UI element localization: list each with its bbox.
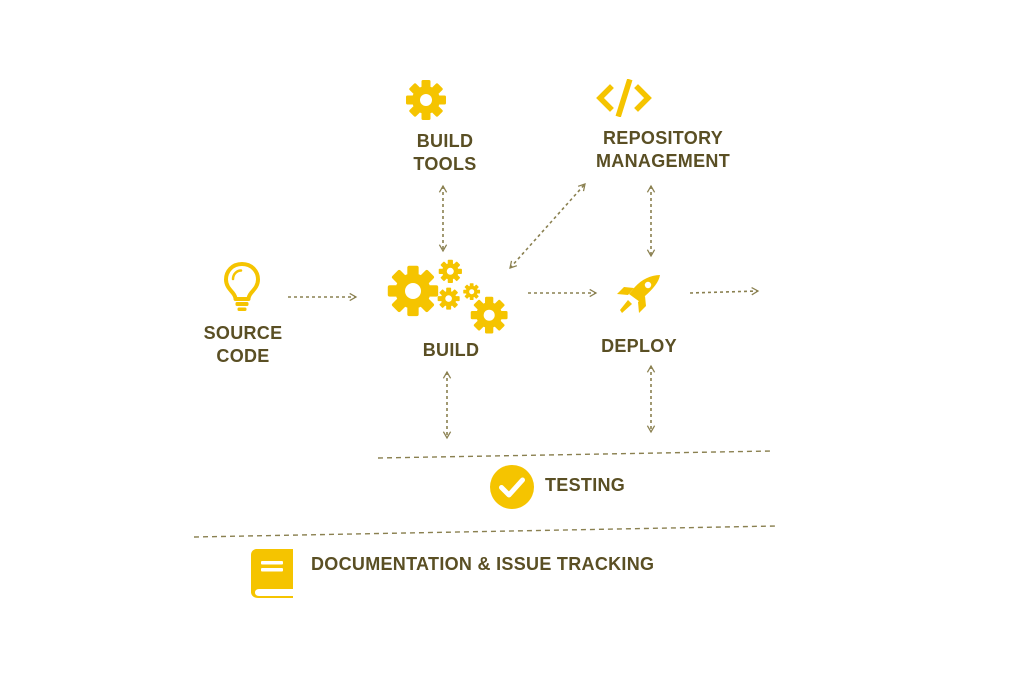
testing-divider xyxy=(377,450,773,459)
build-label: BUILD xyxy=(422,340,480,360)
documentation-divider xyxy=(193,525,777,538)
book-icon xyxy=(251,549,293,598)
check-circle-icon xyxy=(490,465,534,509)
source-code-label: SOURCE CODE xyxy=(183,322,303,368)
rocket-icon xyxy=(617,275,660,313)
arrow-deploy-out xyxy=(689,287,760,296)
build-tools-line1: BUILD xyxy=(416,131,474,151)
gear-icon xyxy=(406,80,446,120)
deploy-label: DEPLOY xyxy=(601,336,677,356)
repository-label: REPOSITORY MANAGEMENT xyxy=(583,127,743,173)
build-tools-label: BUILD TOOLS xyxy=(385,130,505,176)
code-brackets-icon xyxy=(596,79,652,117)
lightbulb-icon xyxy=(224,262,260,311)
repository-line2: MANAGEMENT xyxy=(596,151,730,171)
testing-label: TESTING xyxy=(545,475,626,495)
repository-line1: REPOSITORY xyxy=(602,128,724,148)
gears-cluster-icon xyxy=(387,259,508,334)
source-code-line2: CODE xyxy=(216,346,270,366)
arrow-build-repository xyxy=(509,183,586,269)
source-code-line1: SOURCE xyxy=(203,323,283,343)
documentation-label: DOCUMENTATION & ISSUE TRACKING xyxy=(311,554,655,574)
build-tools-line2: TOOLS xyxy=(413,154,477,174)
